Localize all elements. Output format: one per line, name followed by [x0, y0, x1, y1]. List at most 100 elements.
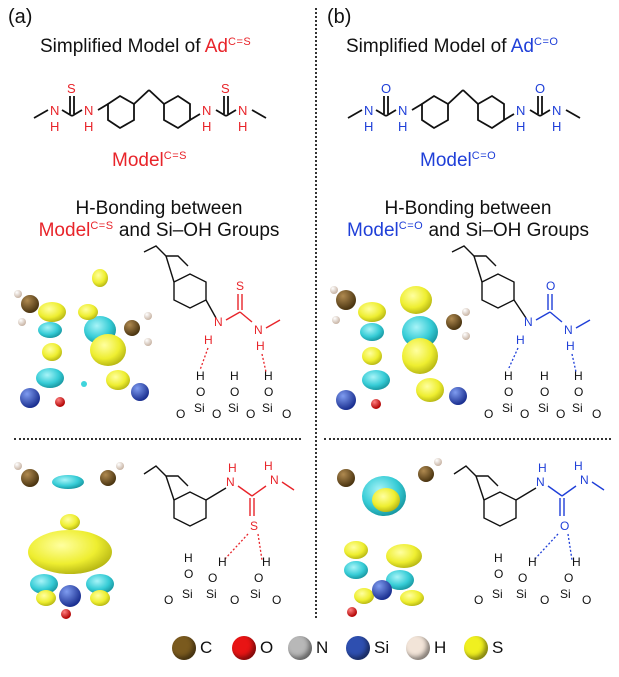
panel-a-middle-heteroatoms: N H N H S	[204, 279, 265, 353]
svg-text:N: N	[214, 315, 223, 329]
legend-item-n: N	[288, 636, 328, 660]
atom-h: H	[398, 119, 407, 134]
svg-text:O: O	[582, 593, 591, 607]
svg-text:O: O	[556, 407, 565, 421]
svg-text:S: S	[250, 519, 258, 533]
svg-text:H: H	[528, 555, 537, 569]
legend-swatch	[346, 636, 370, 660]
svg-text:O: O	[230, 593, 239, 607]
svg-text:H: H	[516, 333, 525, 347]
svg-text:Si: Si	[502, 401, 513, 415]
panel-a-label: (a)	[8, 6, 33, 28]
atom-h: H	[84, 119, 93, 134]
svg-text:H: H	[262, 555, 271, 569]
panel-b-middle-isosurface	[330, 286, 470, 410]
legend-item-o: O	[232, 636, 273, 660]
atom-h: H	[50, 119, 59, 134]
svg-text:H: H	[204, 333, 213, 347]
legend-item-c: C	[172, 636, 212, 660]
svg-text:O: O	[196, 385, 205, 399]
svg-text:O: O	[574, 385, 583, 399]
svg-text:O: O	[184, 567, 193, 581]
panel-a-model-label: ModelC=S	[112, 150, 187, 171]
panel-b-middle-structure	[451, 245, 527, 319]
legend-item-s: S	[464, 636, 503, 660]
panel-a-title: Simplified Model of AdC=S	[40, 36, 252, 57]
atom-n: N	[516, 103, 525, 118]
svg-text:O: O	[546, 279, 555, 293]
svg-text:O: O	[484, 407, 493, 421]
panel-a-middle-isosurface	[14, 269, 152, 408]
svg-text:N: N	[580, 473, 589, 487]
svg-text:H: H	[264, 369, 273, 383]
svg-text:Si: Si	[516, 587, 527, 601]
svg-text:O: O	[592, 407, 601, 421]
legend-label: N	[316, 638, 329, 657]
atom-n: N	[398, 103, 407, 118]
svg-text:S: S	[236, 279, 244, 293]
panel-b-bottom-isosurface	[337, 458, 442, 617]
atom-h: H	[364, 119, 373, 134]
atom-n: N	[84, 103, 93, 118]
panel-a-bottom-structure	[143, 465, 227, 527]
panel-a-top-structure: N H N H S N H N H S	[33, 81, 267, 134]
legend-item-si: Si	[346, 636, 389, 660]
panel-b-top-structure: N H N H O N H N H O	[347, 81, 581, 134]
svg-text:O: O	[540, 385, 549, 399]
svg-text:H: H	[228, 461, 237, 475]
legend-label: Si	[374, 638, 390, 657]
svg-text:Si: Si	[492, 587, 503, 601]
svg-text:H: H	[538, 461, 547, 475]
svg-text:Si: Si	[262, 401, 273, 415]
panel-a-horizontal-divider	[14, 438, 301, 440]
panel-b-bottom-structure	[453, 465, 537, 527]
atom-n: N	[364, 103, 373, 118]
svg-text:H: H	[184, 551, 193, 565]
svg-text:H: H	[196, 369, 205, 383]
svg-text:O: O	[518, 571, 527, 585]
legend-label: C	[200, 638, 213, 657]
legend-swatch	[406, 636, 430, 660]
svg-text:O: O	[176, 407, 185, 421]
svg-text:O: O	[272, 593, 281, 607]
vertical-divider	[315, 8, 317, 618]
svg-text:O: O	[282, 407, 291, 421]
svg-text:N: N	[270, 473, 279, 487]
atom-n: N	[552, 103, 561, 118]
svg-text:H: H	[572, 555, 581, 569]
svg-text:O: O	[560, 519, 569, 533]
svg-text:O: O	[212, 407, 221, 421]
svg-text:Si: Si	[228, 401, 239, 415]
svg-text:O: O	[230, 385, 239, 399]
svg-text:Si: Si	[572, 401, 583, 415]
atom-h: H	[202, 119, 211, 134]
svg-text:O: O	[494, 567, 503, 581]
panel-a-middle-silanol: HO HO HO Si Si Si O O O O	[176, 369, 291, 421]
svg-text:H: H	[540, 369, 549, 383]
svg-text:Si: Si	[560, 587, 571, 601]
svg-text:H: H	[264, 459, 273, 473]
panel-a-middle-structure	[143, 245, 217, 319]
legend-swatch	[232, 636, 256, 660]
svg-text:O: O	[474, 593, 483, 607]
svg-text:H: H	[504, 369, 513, 383]
svg-text:H: H	[494, 551, 503, 565]
atom-hetero: O	[381, 81, 391, 96]
svg-text:O: O	[254, 571, 263, 585]
panel-b-model-label: ModelC=O	[420, 150, 497, 171]
svg-text:Si: Si	[538, 401, 549, 415]
svg-text:O: O	[164, 593, 173, 607]
svg-text:O: O	[564, 571, 573, 585]
atom-hetero: S	[221, 81, 230, 96]
svg-text:Si: Si	[206, 587, 217, 601]
panel-b-label: (b)	[327, 6, 352, 28]
legend-swatch	[288, 636, 312, 660]
svg-text:O: O	[520, 407, 529, 421]
legend-item-h: H	[406, 636, 446, 660]
atom-h: H	[516, 119, 525, 134]
svg-text:O: O	[264, 385, 273, 399]
svg-text:N: N	[254, 323, 263, 337]
svg-text:N: N	[564, 323, 573, 337]
